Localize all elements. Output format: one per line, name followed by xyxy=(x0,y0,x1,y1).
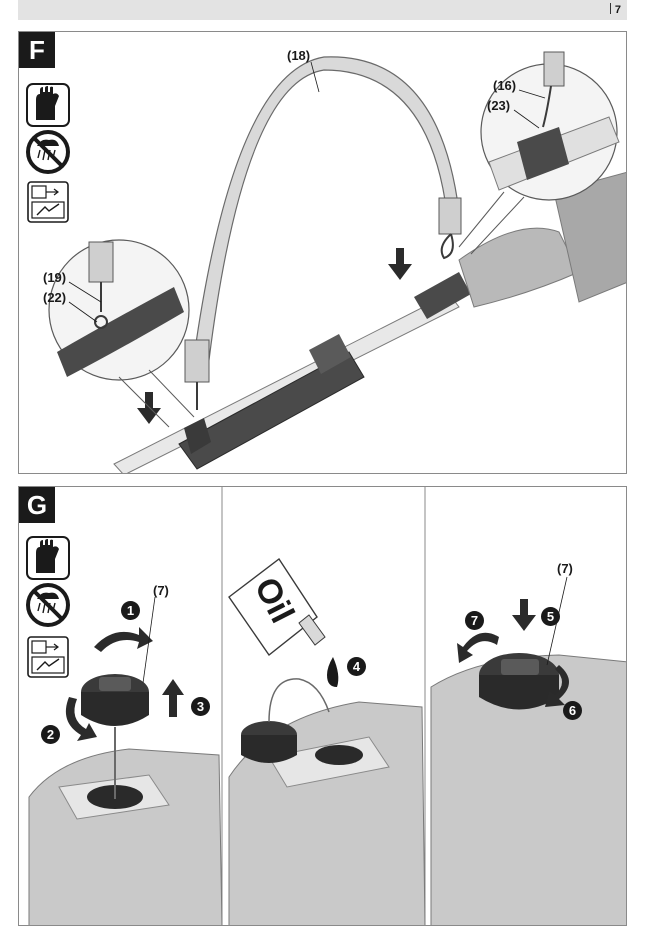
callout-23: (23) xyxy=(487,98,511,113)
gloves-icon xyxy=(26,536,70,580)
panel-label-f: F xyxy=(19,32,55,68)
oil-refill-illustration xyxy=(26,487,626,925)
leader-lines xyxy=(68,61,546,323)
down-arrow-icon xyxy=(388,248,412,280)
callout-18: (18) xyxy=(287,48,311,63)
step-1-badge: 1 xyxy=(121,601,140,620)
detail-circle-right xyxy=(458,51,620,255)
step-5-badge: 5 xyxy=(541,607,560,626)
rotate-arrow-icon xyxy=(545,665,569,707)
trimmer-pole xyxy=(113,172,626,473)
up-arrow-icon xyxy=(162,679,184,717)
oil-bottle-icon xyxy=(228,557,339,687)
down-arrow-icon xyxy=(512,599,536,631)
panel-g: G (7) (7) 1 2 3 4 5 6 7 Oil xyxy=(18,486,627,926)
strap-assembly-illustration xyxy=(26,51,626,473)
step-3-badge: 3 xyxy=(191,697,210,716)
oil-tank-open xyxy=(28,674,223,925)
step-4-badge: 4 xyxy=(347,657,366,676)
callout-7: (7) xyxy=(153,583,169,598)
page-header: 7 xyxy=(18,0,627,20)
panel-label-g: G xyxy=(19,487,55,523)
step-7-badge: 7 xyxy=(465,611,484,630)
rotate-arrow-icon xyxy=(65,697,97,741)
step-2-badge: 2 xyxy=(41,725,60,744)
panel-f: F (18) (16) (23) (19) (22) xyxy=(18,31,627,474)
no-rain-icon xyxy=(26,130,70,174)
oil-tank-closed xyxy=(430,653,626,925)
rotate-arrow-icon xyxy=(457,632,499,663)
tank-cap-icon xyxy=(479,653,559,710)
callout-16: (16) xyxy=(493,78,517,93)
detail-circle-left xyxy=(48,239,195,428)
page-number: 7 xyxy=(609,3,621,16)
callout-22: (22) xyxy=(43,290,67,305)
rotate-arrow-icon xyxy=(94,627,153,652)
unplug-instructions-icon xyxy=(27,636,69,678)
down-arrow-icon xyxy=(137,392,161,424)
step-6-badge: 6 xyxy=(563,701,582,720)
gloves-icon xyxy=(26,83,70,127)
callout-19: (19) xyxy=(43,270,67,285)
no-rain-icon xyxy=(26,583,70,627)
unplug-instructions-icon xyxy=(27,181,69,223)
shoulder-strap xyxy=(184,56,462,410)
tank-cap-icon xyxy=(81,674,149,726)
callout-7: (7) xyxy=(557,561,573,576)
oil-tank-filling xyxy=(228,678,426,925)
